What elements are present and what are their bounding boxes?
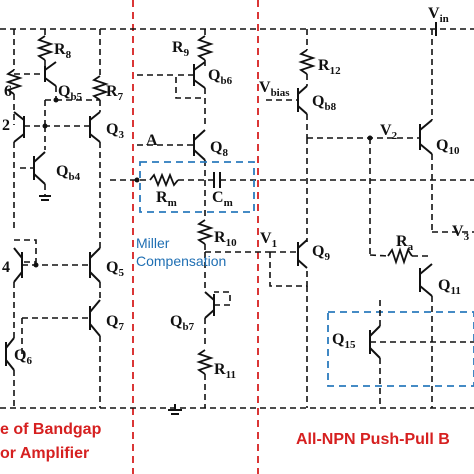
r8-label: R8 (54, 41, 72, 61)
vin-label: Vin (428, 5, 449, 25)
qb7-label: Qb7 (170, 313, 195, 333)
q8-transistor (137, 129, 206, 161)
annotations: Miller Compensation e of Bandgap or Ampl… (0, 235, 450, 462)
v3-label: V3 (452, 223, 470, 243)
q2-transistor (13, 111, 25, 232)
q15-label: Q15 (332, 331, 356, 351)
q3-transistor (89, 111, 101, 232)
node-a-label: A (146, 132, 158, 149)
q2-partial-label: 2 (2, 117, 10, 134)
q4-transistor (13, 239, 37, 283)
q7-label: Q7 (106, 313, 124, 333)
r8-resistor (36, 35, 54, 61)
q4-partial-label: 4 (2, 259, 10, 276)
q11-transistor (419, 263, 433, 408)
r9-label: R9 (172, 39, 190, 59)
r9-resistor (196, 35, 214, 61)
r10-resistor (196, 219, 214, 245)
qb8-transistor (266, 85, 308, 138)
ground-symbol (168, 404, 182, 415)
r12-label: R12 (318, 57, 341, 77)
ground-rail (0, 404, 474, 415)
r6-resistor (5, 69, 23, 95)
cm-label: Cm (212, 189, 233, 209)
push-pull-buffer (266, 29, 474, 408)
q6-label: Q6 (14, 347, 32, 367)
r11-label: R11 (214, 361, 236, 381)
rm-label: Rm (156, 189, 177, 209)
v2-label: V2 (380, 122, 398, 142)
r7-resistor (91, 75, 109, 101)
miller-caption-line2: Compensation (136, 253, 226, 269)
q15-transistor (369, 300, 474, 408)
left-caption-line2: or Amplifier (0, 445, 89, 462)
vbias-label: Vbias (259, 79, 290, 99)
r6-partial-label: 6 (4, 83, 12, 100)
q5-transistor (89, 247, 101, 283)
supply-rail (0, 22, 474, 36)
qb4-label: Qb4 (56, 163, 81, 183)
v1-label: V1 (260, 230, 277, 250)
q7-transistor (22, 299, 101, 408)
left-amplifier-section (5, 29, 109, 408)
qb6-label: Qb6 (208, 67, 233, 87)
miller-compensation-box (139, 161, 255, 213)
qb5-transistor (14, 61, 57, 100)
miller-caption-line1: Miller (136, 235, 170, 251)
r10-label: R10 (214, 229, 237, 249)
q9-transistor (269, 239, 308, 287)
r12-resistor (298, 49, 316, 75)
q15-box (327, 311, 474, 387)
ra-label: Ra (396, 233, 414, 253)
qb4-transistor (20, 126, 51, 201)
q3-label: Q3 (106, 121, 124, 141)
q10-label: Q10 (436, 137, 460, 157)
qb6-transistor (137, 61, 206, 126)
qb8-label: Qb8 (312, 93, 337, 113)
middle-section (110, 29, 474, 408)
r7-label: R7 (106, 83, 124, 103)
q8-label: Q8 (210, 139, 228, 159)
rm-resistor (149, 172, 179, 188)
right-caption: All-NPN Push-Pull B (296, 431, 450, 448)
left-caption-line1: e of Bandgap (0, 421, 102, 438)
cm-capacitor (213, 172, 221, 188)
q11-label: Q11 (438, 277, 461, 297)
qb7-transistor (204, 252, 231, 348)
component-labels: Vin V3 Vbias V1 V2 A R8 R9 R7 R10 R11 R1… (2, 5, 470, 381)
q9-label: Q9 (312, 243, 330, 263)
qb5-label: Qb5 (58, 83, 83, 103)
q6-transistor (5, 318, 23, 408)
q5-label: Q5 (106, 259, 124, 279)
r11-resistor (196, 349, 214, 375)
q10-transistor (419, 29, 433, 232)
ra-resistor (387, 247, 413, 265)
